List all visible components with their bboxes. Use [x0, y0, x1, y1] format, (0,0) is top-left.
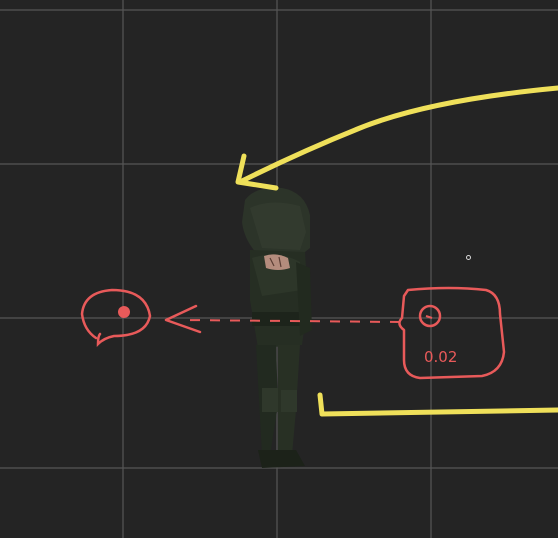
cursor-point-icon [466, 255, 471, 260]
red-right-marker-circle [418, 304, 442, 328]
red-right-marker-circle-mark [425, 315, 433, 319]
red-dashed-arrow [179, 319, 401, 323]
red-left-marker-dot [118, 306, 130, 318]
red-arrowhead [164, 304, 202, 334]
red-right-marker-text: 0.02 [424, 348, 457, 366]
yellow-arrowhead [235, 153, 279, 191]
yellow-curve-arrow [237, 85, 558, 185]
yellow-bracket-line [317, 392, 558, 417]
red-right-marker [398, 286, 506, 380]
red-left-marker [80, 288, 152, 348]
armor-body [242, 187, 312, 468]
